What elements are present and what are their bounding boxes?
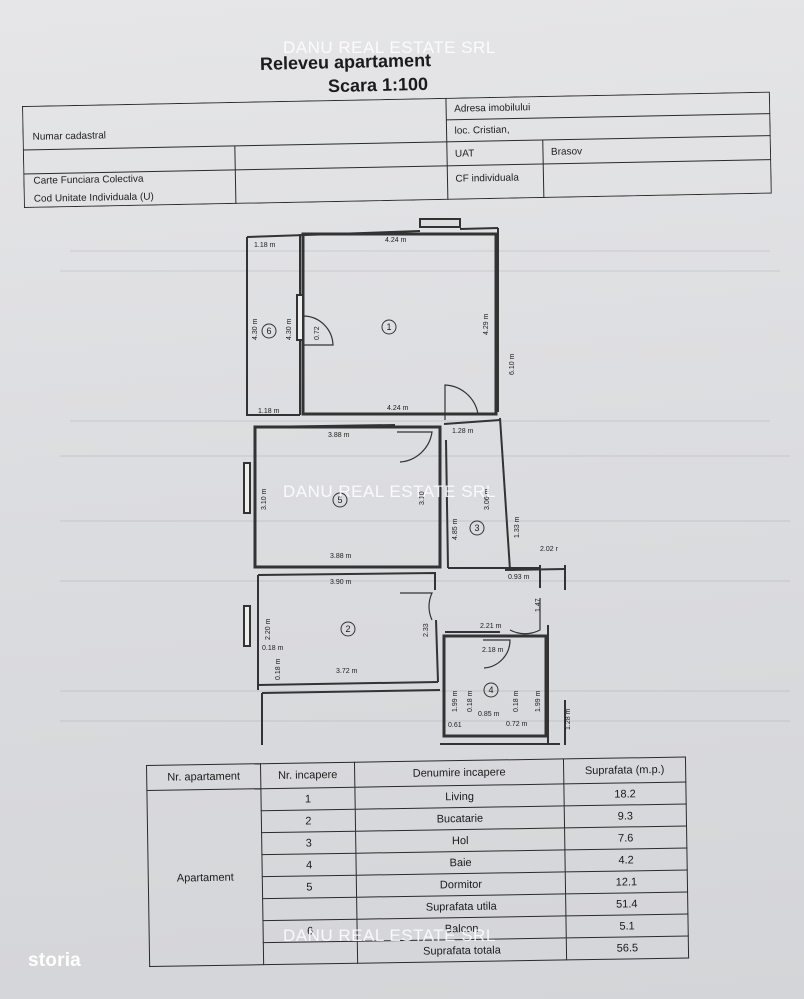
room-area: 7.6	[564, 826, 687, 850]
dim-hall-right: 2.02 r	[540, 546, 559, 553]
room-nr	[262, 897, 357, 921]
dim-kitchen-top: 3.90 m	[330, 579, 352, 586]
dim-bath-right: 0.72 m	[506, 721, 528, 728]
room-area: 4.2	[564, 848, 688, 872]
dim-outer-height: 6.10 m	[509, 353, 516, 375]
info-table-grid	[22, 91, 772, 208]
room-nr: 3	[261, 831, 356, 855]
dim-bedroom-top: 3.88 m	[328, 432, 350, 439]
header-nr-apartament: Nr. apartament	[146, 763, 261, 791]
dim-kitchen-jamb: 0.18 m	[262, 645, 284, 652]
room-number-4: 4	[488, 685, 493, 695]
dim-door-width: 0.72	[314, 326, 321, 340]
room-name: Hol	[355, 827, 565, 854]
dim-bedroom-bottom: 3.88 m	[330, 553, 352, 560]
dim-bedroom-inner: 3.10	[419, 491, 426, 505]
watermark-bottom: DANU REAL ESTATE SRL	[283, 926, 496, 945]
room-nr: 4	[261, 853, 357, 877]
header-suprafata: Suprafata (m.p.)	[563, 757, 686, 784]
dim-bottom-right: 1.28 m	[565, 708, 572, 730]
dim-bedroom-height: 3.10 m	[261, 488, 268, 510]
room-area: 9.3	[564, 804, 687, 828]
dim-bath-height: 1.99 m	[452, 690, 459, 712]
watermark-top: DANU REAL ESTATE SRL	[283, 38, 496, 57]
storia-logo: storia	[28, 950, 81, 971]
balcony-wall	[246, 237, 300, 416]
room-area: 18.2	[563, 782, 687, 806]
door-arc-balcony	[303, 315, 334, 346]
dim-bath-jamb-2: 0.18 m	[513, 690, 520, 712]
room-area: 5.1	[565, 914, 689, 938]
dim-hall-inner: 3.06 m	[484, 488, 491, 510]
room-number-6: 6	[266, 326, 271, 336]
header-nr-incapere: Nr. incapere	[260, 762, 355, 789]
dim-kitchen-jamb-2: 0.18 m	[275, 658, 282, 680]
dim-living-height: 4.29 m	[483, 313, 490, 335]
dim-bath-jamb-1: 0.18 m	[467, 690, 474, 712]
dim-hall-top: 1.28 m	[452, 428, 474, 435]
header-denumire: Denumire incapere	[354, 758, 564, 788]
room-number-5: 5	[337, 495, 342, 505]
watermark-middle: DANU REAL ESTATE SRL	[283, 482, 496, 501]
dim-balcony-inner: 4.30 m	[286, 318, 293, 340]
room-nr: 5	[262, 875, 357, 899]
dim-hall-door: 1.47	[535, 598, 542, 612]
dim-kitchen-height: 2.20 m	[265, 618, 272, 640]
dim-hall-length: 4.85 m	[452, 518, 459, 540]
dim-bath-height-2: 1.99 m	[535, 690, 542, 712]
dim-living-bottom: 4.24 m	[387, 405, 409, 412]
room-nr: 2	[261, 809, 356, 833]
dim-kitchen-inner: 2.33	[423, 623, 430, 637]
dim-balcony-top: 1.18 m	[254, 242, 276, 249]
dim-living-top: 4.24 m	[385, 237, 407, 244]
cadastral-info-table: Numar cadastral Carte Funciara Colectiva…	[22, 91, 772, 208]
room-number-2: 2	[345, 624, 350, 634]
room-number-1: 1	[386, 322, 391, 332]
dim-kitchen-bottom: 3.72 m	[336, 668, 358, 675]
apartment-label: Apartament	[146, 788, 264, 967]
door-arc-bedroom	[397, 431, 433, 463]
door-arc-living	[444, 384, 479, 420]
dim-hall-step: 0.93 m	[508, 574, 530, 581]
room-nr: 1	[260, 787, 356, 811]
room-area: 51.4	[565, 892, 688, 916]
room-number-3: 3	[474, 523, 479, 533]
room-area: 12.1	[565, 870, 688, 894]
door-arc-kitchen	[400, 592, 433, 621]
dim-hall-side: 1.33 m	[514, 516, 521, 538]
dim-balcony-height: 4.30 m	[252, 318, 259, 340]
dim-balcony-bottom: 1.18 m	[258, 408, 280, 415]
door-arc-hall	[509, 598, 541, 635]
dim-hall-width: 2.21 m	[480, 623, 502, 630]
door-arc-bathroom	[483, 639, 511, 669]
dim-bath-width: 0.85 m	[478, 711, 500, 718]
room-area: 56.5	[566, 936, 689, 960]
dim-bath-left: 0.61	[448, 722, 462, 729]
dim-bath-top: 2.18 m	[482, 647, 504, 654]
